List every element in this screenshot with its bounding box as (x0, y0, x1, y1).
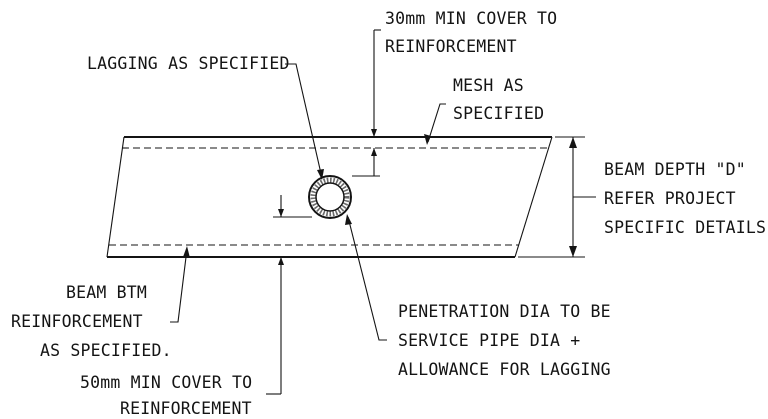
service-pipe-with-lagging (308, 175, 352, 219)
penetration-label-line1: PENETRATION DIA TO BE (398, 302, 611, 321)
bottom-cover-dimension (266, 195, 312, 395)
top-cover-label-line2: REINFORCEMENT (385, 37, 517, 56)
bottom-cover-label-line2: REINFORCEMENT (120, 399, 252, 418)
lagging-label: LAGGING AS SPECIFIED (87, 54, 290, 73)
top-cover-label-line1: 30mm MIN COVER TO (385, 9, 557, 28)
top-cover-dimension (352, 29, 381, 177)
mesh-label-line2: SPECIFIED (453, 104, 544, 123)
depth-label-line2: REFER PROJECT (604, 189, 736, 208)
penetration-label-line2: SERVICE PIPE DIA + (398, 331, 580, 350)
beam-left-break-line (106, 136, 125, 258)
beam-depth-dimension (518, 136, 596, 258)
leader-lines (170, 63, 446, 341)
depth-label-line1: BEAM DEPTH "D" (604, 160, 746, 179)
bottom-cover-label-line1: 50mm MIN COVER TO (80, 373, 252, 392)
beam-outline (106, 136, 553, 258)
beam-right-break-line (514, 136, 553, 258)
depth-label-line3: SPECIFIC DETAILS (604, 218, 766, 237)
btm-reinforcement-label-line2: REINFORCEMENT (11, 312, 143, 331)
penetration-label-line3: ALLOWANCE FOR LAGGING (398, 360, 611, 379)
mesh-label-line1: MESH AS (453, 76, 524, 95)
btm-reinforcement-label-line1: BEAM BTM (66, 283, 147, 302)
btm-reinforcement-label-line3: AS SPECIFIED. (40, 341, 172, 360)
